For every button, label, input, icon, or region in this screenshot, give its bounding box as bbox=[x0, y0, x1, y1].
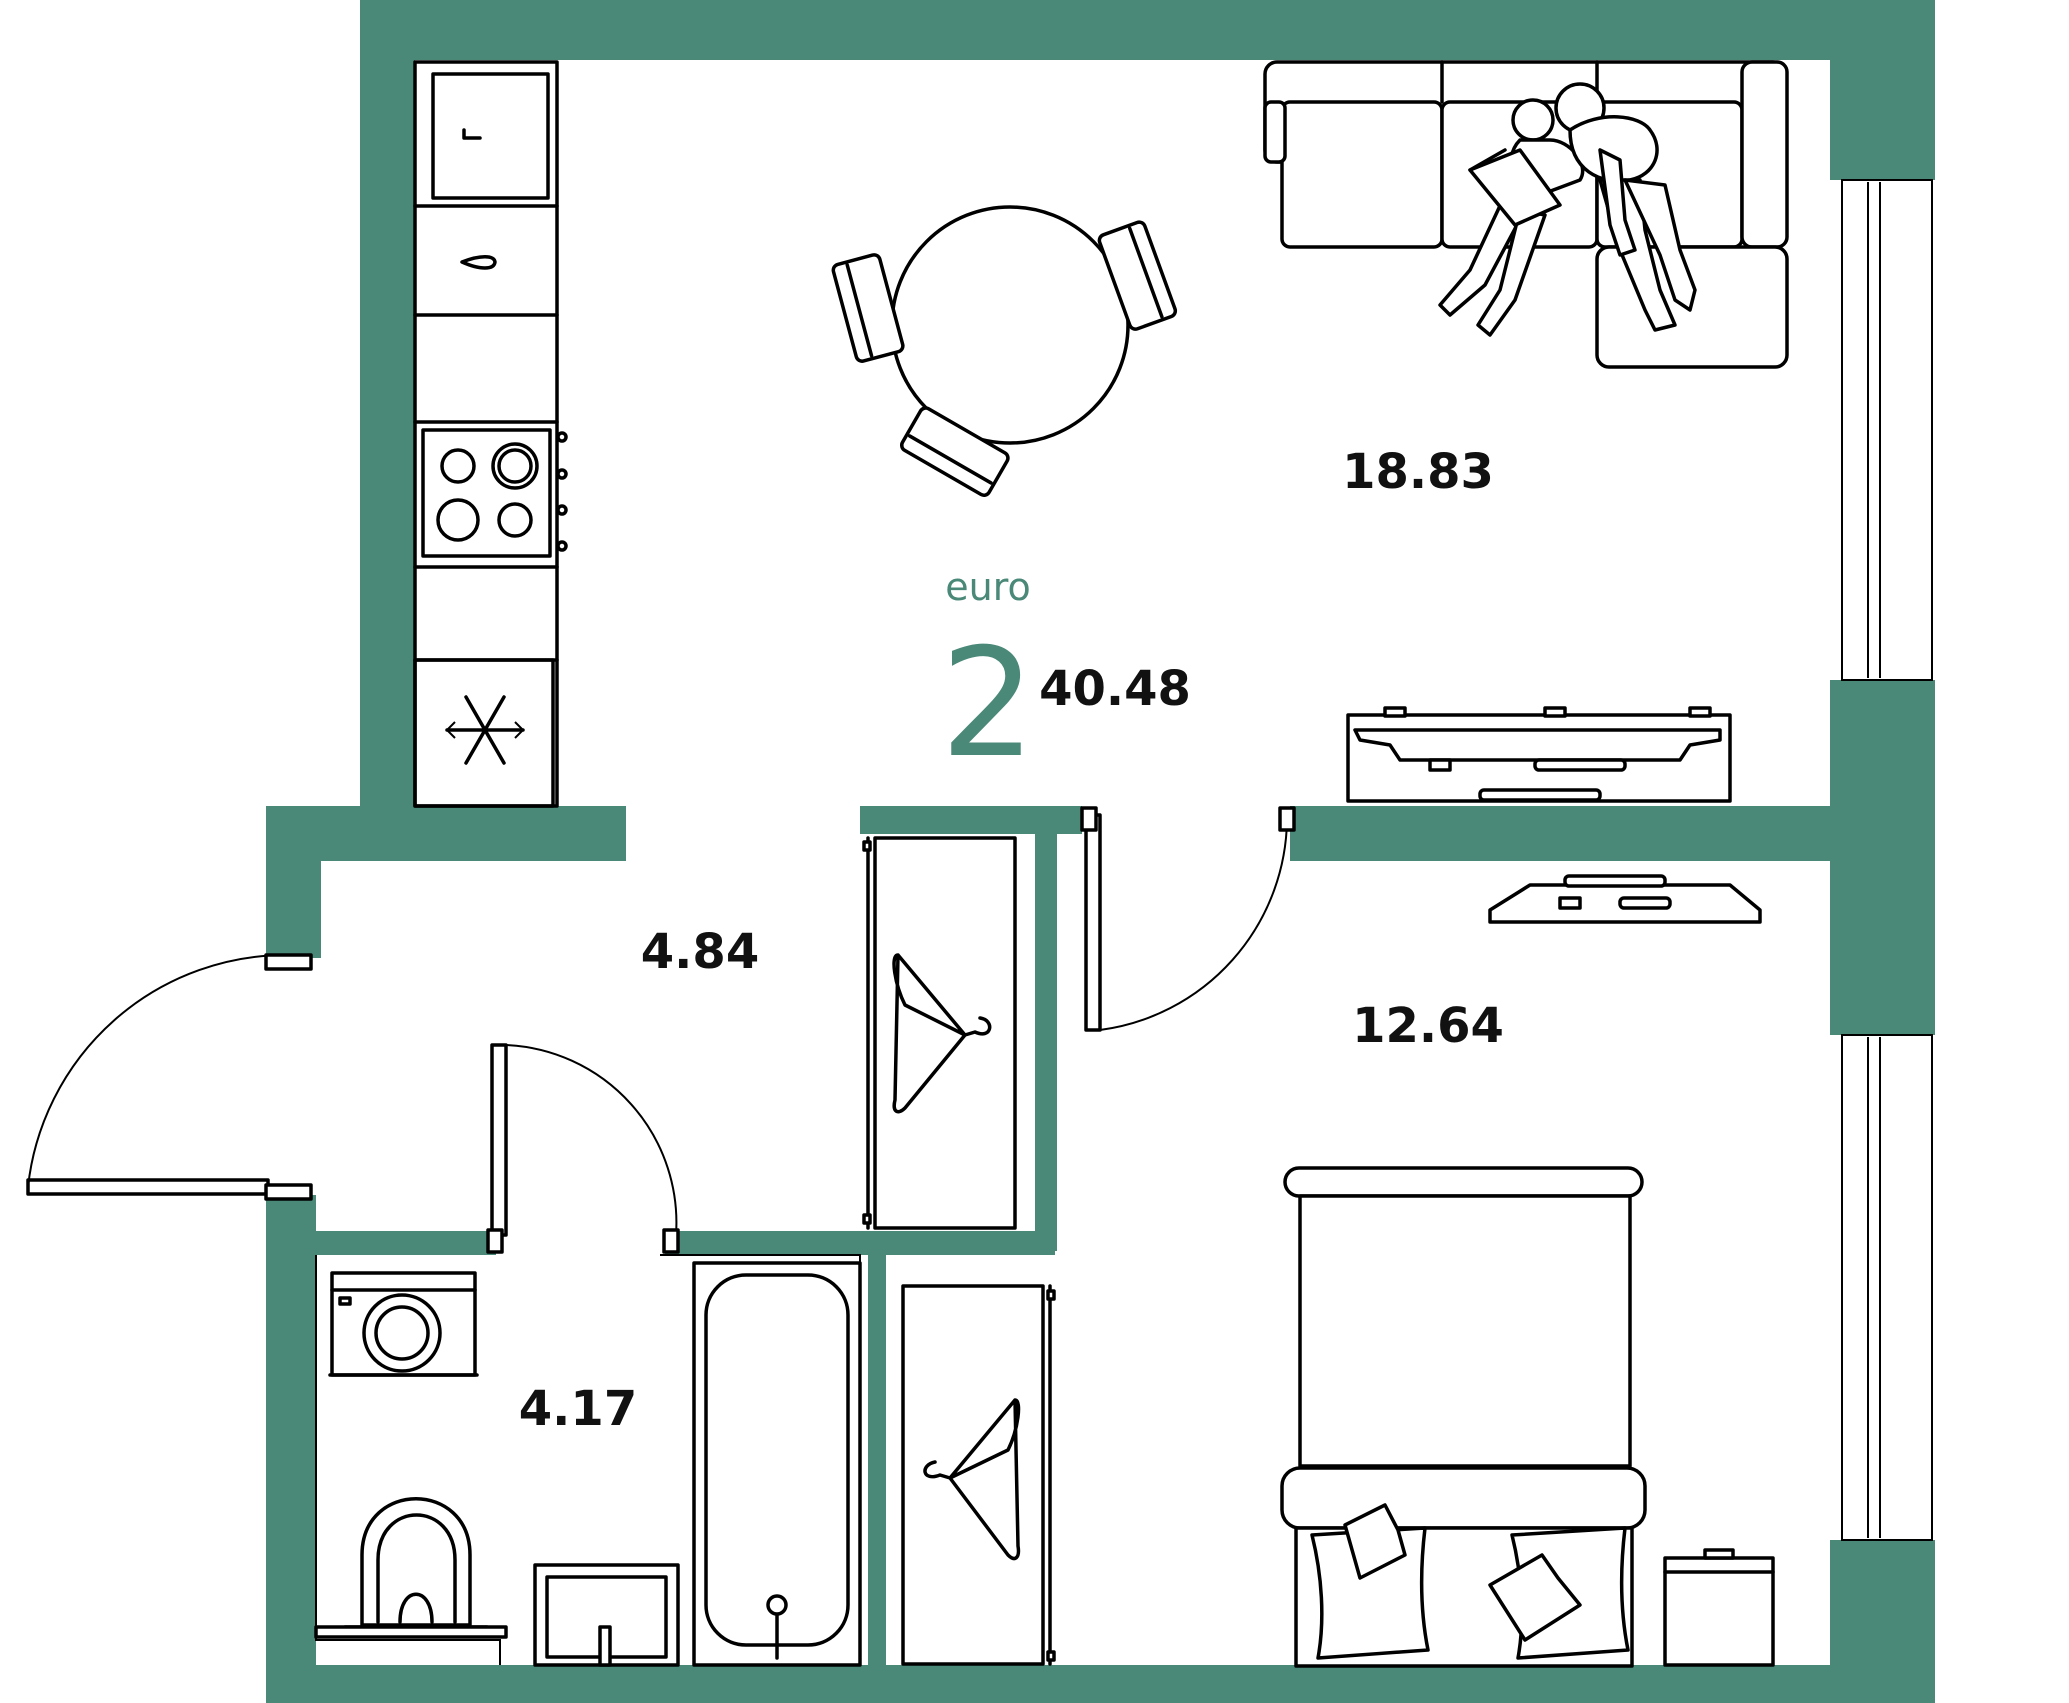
rooms-count: 2 bbox=[940, 617, 1035, 791]
room-area-hallway: 4.84 bbox=[641, 924, 759, 980]
bed-icon bbox=[1280, 1166, 1647, 1668]
window-icon bbox=[1841, 1034, 1933, 1541]
wall-bath-right bbox=[868, 1245, 886, 1665]
wall-partition-right bbox=[1290, 806, 1830, 861]
stove-icon bbox=[413, 420, 568, 569]
windows bbox=[1841, 179, 1933, 1541]
window-icon bbox=[1841, 179, 1933, 681]
wall-hall-vertical bbox=[1035, 806, 1057, 1251]
nightstand-icon bbox=[1663, 1548, 1775, 1667]
total-area: 40.48 bbox=[1039, 661, 1191, 717]
room-area-bedroom: 12.64 bbox=[1352, 998, 1504, 1054]
wall-entry-left-top bbox=[266, 806, 321, 958]
people-icon bbox=[1438, 82, 1697, 337]
door-icon bbox=[1080, 806, 1296, 1032]
wall-bottom bbox=[266, 1665, 1935, 1703]
tv-icon bbox=[1488, 874, 1762, 924]
washing-machine-icon bbox=[328, 1271, 479, 1377]
fridge-icon bbox=[413, 658, 555, 808]
pillow-icon bbox=[1310, 1503, 1430, 1660]
wall-left-bottom bbox=[266, 1195, 316, 1703]
bathtub-icon bbox=[692, 1261, 862, 1667]
wall-right-middle bbox=[1830, 680, 1935, 1035]
room-area-living-kitchen: 18.83 bbox=[1342, 444, 1494, 500]
wardrobe-icon bbox=[901, 1284, 1056, 1666]
pillow-icon bbox=[1488, 1526, 1630, 1660]
hanger-icon bbox=[923, 1398, 1021, 1561]
bathroom-fixtures bbox=[314, 1254, 862, 1667]
wall-right-top bbox=[1830, 0, 1935, 180]
sink-icon bbox=[413, 72, 559, 208]
door-icon bbox=[486, 1043, 680, 1254]
tv-icon bbox=[1346, 706, 1732, 803]
dishwasher-icon bbox=[413, 255, 559, 317]
door-icon bbox=[26, 953, 313, 1201]
kitchen-unit bbox=[413, 60, 568, 808]
washbasin-icon bbox=[533, 1563, 680, 1667]
hanger-icon bbox=[892, 953, 992, 1114]
toilet-icon bbox=[314, 1497, 508, 1639]
wall-bath-top-right bbox=[665, 1231, 1055, 1255]
wall-left-kitchen bbox=[360, 0, 415, 806]
apartment-type-label: euro bbox=[945, 565, 1031, 609]
walls bbox=[266, 0, 1935, 1703]
wall-bath-top bbox=[316, 1231, 496, 1255]
wall-entry-top bbox=[266, 806, 626, 861]
dining-table-icon bbox=[831, 205, 1178, 497]
wardrobe-icon bbox=[862, 836, 1017, 1230]
wall-top bbox=[360, 0, 1935, 60]
room-area-bathroom: 4.17 bbox=[519, 1381, 637, 1437]
doors bbox=[26, 806, 1296, 1254]
